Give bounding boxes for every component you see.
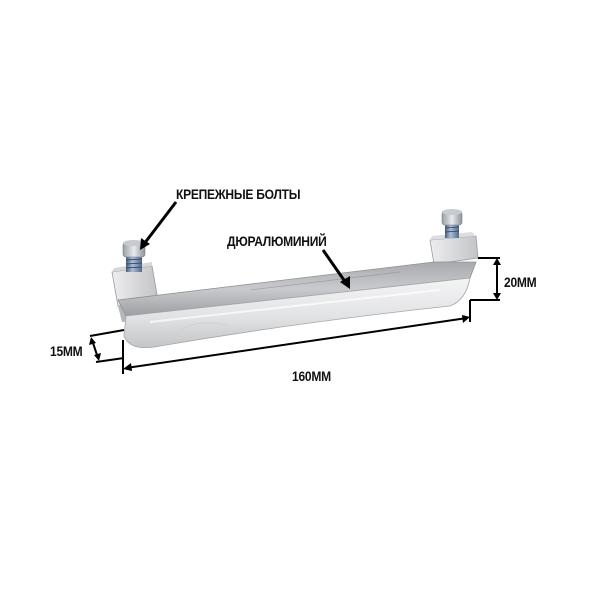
height-dimension-label: 20ММ: [504, 274, 537, 290]
right-bolt: [441, 209, 463, 238]
bolts-callout-arrow: [140, 201, 178, 250]
left-bolt: [122, 240, 146, 272]
length-dimension-line: [122, 300, 471, 374]
material-label: ДЮРАЛЮМИНИЙ: [227, 233, 327, 249]
depth-dimension-line: [89, 329, 125, 363]
height-dimension-line: [470, 257, 501, 301]
material-callout-arrow: [321, 249, 350, 289]
bar-top-surface: [117, 261, 477, 317]
bolts-label: КРЕПЕЖНЫЕ БОЛТЫ: [176, 186, 301, 202]
length-dimension-label: 160ММ: [292, 368, 331, 384]
depth-dimension-label: 15ММ: [50, 343, 83, 359]
